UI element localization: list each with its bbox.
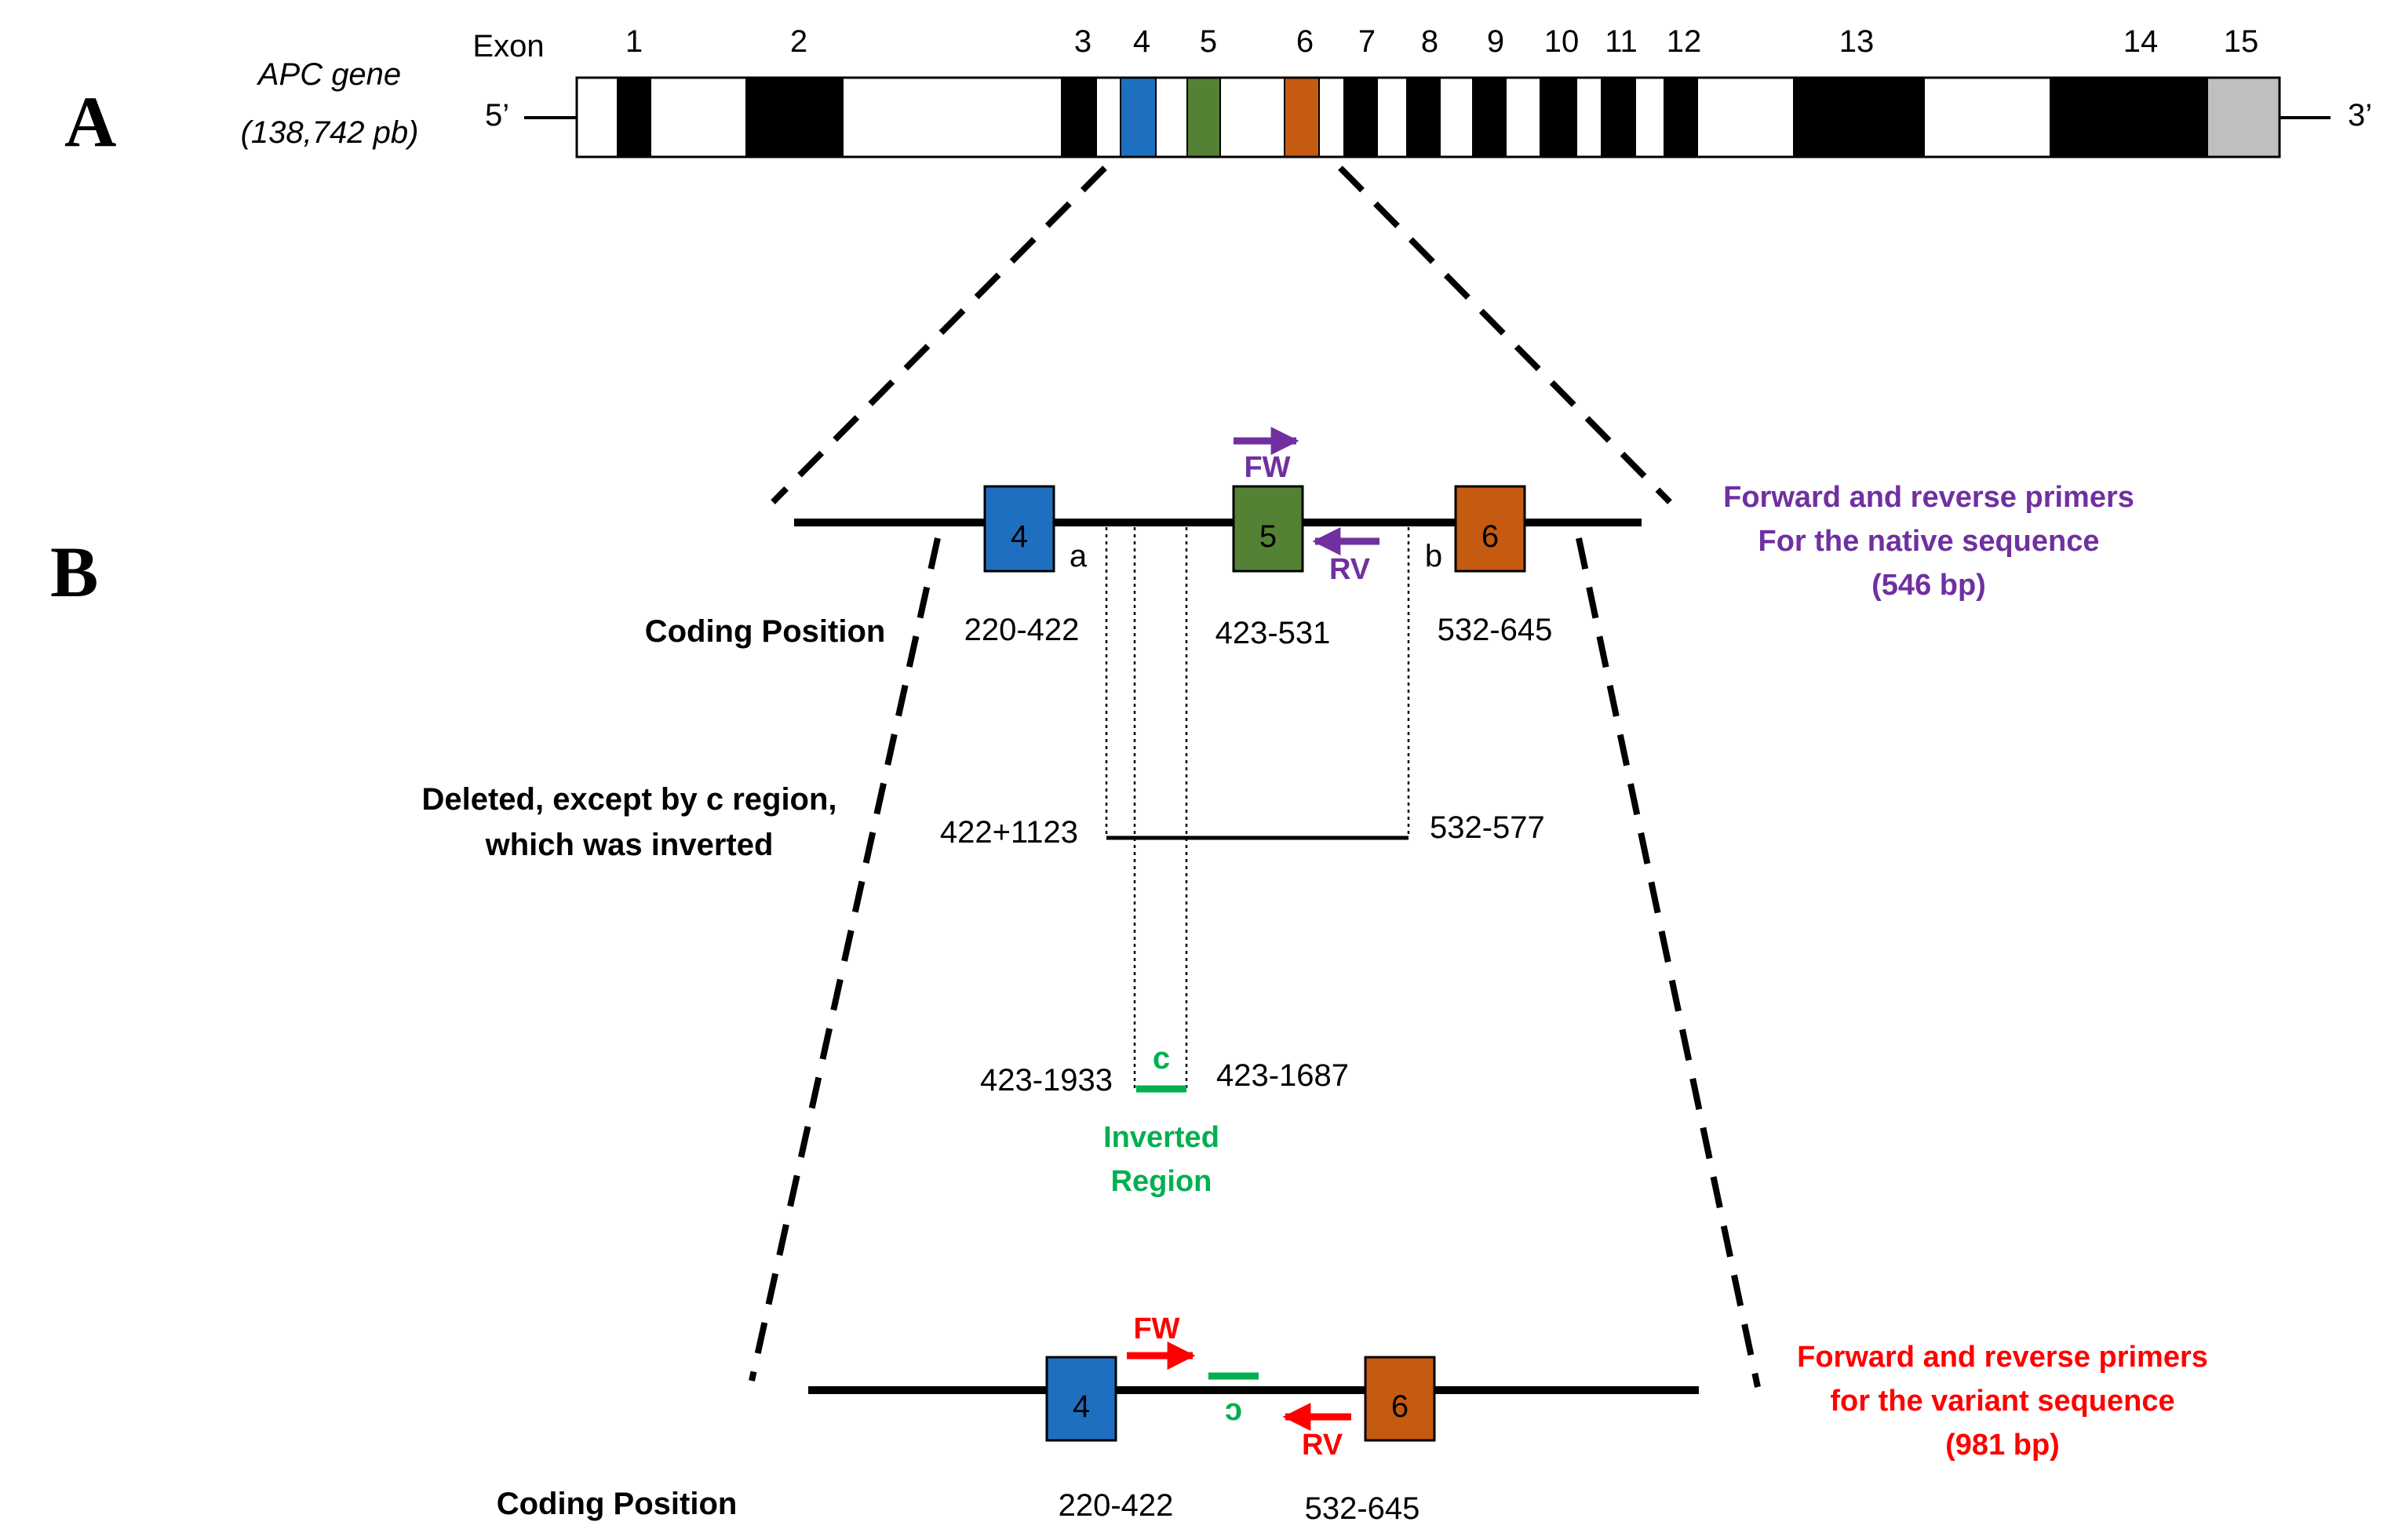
exon-8-block bbox=[1406, 78, 1441, 157]
dotted-guides bbox=[1105, 527, 1410, 1089]
native-primer-note: Forward and reverse primers For the nati… bbox=[1723, 481, 2134, 602]
native-pos-exon-6: 532-645 bbox=[1438, 613, 1553, 647]
exon-5-block bbox=[1186, 77, 1221, 158]
variant-primer-note-line: Forward and reverse primers bbox=[1797, 1341, 2208, 1374]
exon-15-block bbox=[2208, 78, 2280, 157]
zoom-guide-left-upper bbox=[771, 166, 1107, 504]
exon-12-block bbox=[1664, 78, 1698, 157]
native-sequence: 4 5 6 FW RV a b Coding Position 220-422 … bbox=[645, 427, 2134, 650]
variant-primer-note: Forward and reverse primers for the vari… bbox=[1797, 1341, 2208, 1462]
panel-a-letter: A bbox=[64, 82, 116, 162]
variant-primer-note-line: (981 bp) bbox=[1945, 1429, 2060, 1462]
exon-number: 9 bbox=[1487, 24, 1504, 59]
native-exon-4-label: 4 bbox=[1011, 519, 1028, 554]
variant-exon-6-label: 6 bbox=[1391, 1389, 1409, 1424]
deletion-label-line: Deleted, except by c region, bbox=[421, 782, 836, 817]
exon-10-block bbox=[1540, 78, 1577, 157]
native-exon-6 bbox=[1454, 485, 1526, 573]
exon-2-block bbox=[745, 78, 844, 157]
zoom-guides bbox=[749, 166, 1761, 1388]
native-pos-exon-5: 423-531 bbox=[1215, 616, 1331, 650]
native-primer-note-line: Forward and reverse primers bbox=[1723, 481, 2134, 514]
exon-heading: Exon bbox=[472, 29, 544, 64]
exon-6-block bbox=[1284, 77, 1320, 158]
exon-number: 5 bbox=[1200, 24, 1217, 59]
native-pos-exon-4: 220-422 bbox=[964, 613, 1080, 647]
exon-7-block bbox=[1343, 78, 1378, 157]
exon-4-block bbox=[1120, 77, 1157, 158]
native-exon-4 bbox=[983, 485, 1055, 573]
exon-number: 15 bbox=[2224, 24, 2259, 59]
inverted-region: c 423-1933 423-1687 Inverted Region bbox=[980, 1041, 1349, 1198]
exon-number: 7 bbox=[1358, 24, 1376, 59]
inverted-c-label: c bbox=[1153, 1041, 1170, 1076]
exon-number: 12 bbox=[1667, 24, 1702, 59]
deletion-right-position: 532-577 bbox=[1430, 810, 1545, 845]
exon-number: 10 bbox=[1544, 24, 1580, 59]
exon-11-block bbox=[1601, 78, 1636, 157]
inverted-region-label-line: Region bbox=[1111, 1165, 1212, 1198]
native-primer-note-line: (546 bp) bbox=[1871, 569, 1986, 602]
junction-b-label: b bbox=[1425, 539, 1442, 573]
variant-inverted-c-label: c bbox=[1225, 1393, 1242, 1427]
native-exon-5-label: 5 bbox=[1259, 519, 1277, 554]
deletion-label-line: which was inverted bbox=[485, 828, 774, 862]
exon-number: 1 bbox=[625, 24, 643, 59]
variant-primer-note-line: for the variant sequence bbox=[1830, 1385, 2174, 1418]
variant-coding-position-label: Coding Position bbox=[497, 1487, 738, 1521]
gene-name: APC gene bbox=[257, 57, 401, 92]
variant-fw-label: FW bbox=[1133, 1312, 1179, 1345]
native-fw-label: FW bbox=[1244, 451, 1290, 484]
zoom-guide-left-lower bbox=[749, 537, 941, 1382]
native-exon-6-label: 6 bbox=[1481, 519, 1499, 554]
three-prime-label: 3’ bbox=[2348, 98, 2372, 133]
exon-13-block bbox=[1793, 78, 1925, 157]
variant-exon-4 bbox=[1045, 1356, 1117, 1442]
native-coding-position-label: Coding Position bbox=[645, 614, 886, 649]
native-exon-5 bbox=[1232, 485, 1304, 573]
exon-14-block bbox=[2050, 78, 2208, 157]
exon-9-block bbox=[1472, 78, 1507, 157]
variant-exon-6 bbox=[1364, 1356, 1436, 1442]
exon-3-block bbox=[1061, 78, 1097, 157]
gene-size: (138,742 pb) bbox=[241, 115, 419, 150]
variant-pos-exon-6: 532-645 bbox=[1305, 1491, 1420, 1526]
exon-number: 13 bbox=[1839, 24, 1875, 59]
exon-1-block bbox=[617, 78, 651, 157]
exon-number: 8 bbox=[1421, 24, 1438, 59]
exon-number: 4 bbox=[1133, 24, 1150, 59]
zoom-guide-right-upper bbox=[1338, 166, 1672, 504]
zoom-guide-right-lower bbox=[1576, 537, 1761, 1388]
inverted-region-label-line: Inverted bbox=[1103, 1121, 1219, 1154]
exon-number: 3 bbox=[1074, 24, 1091, 59]
five-prime-label: 5’ bbox=[485, 98, 509, 133]
variant-sequence: 4 6 c FW RV Coding Position 220-422 532-… bbox=[497, 1312, 2208, 1526]
variant-exon-4-label: 4 bbox=[1073, 1389, 1090, 1424]
junction-a-label: a bbox=[1070, 539, 1088, 573]
exon-numbers: 1 2 3 4 5 6 7 8 9 10 11 12 13 14 15 bbox=[625, 24, 2258, 59]
panel-a: A APC gene (138,742 pb) Exon 5’ 3’ 1 2 3… bbox=[64, 24, 2372, 162]
variant-pos-exon-4: 220-422 bbox=[1059, 1488, 1174, 1523]
exon-number: 6 bbox=[1296, 24, 1314, 59]
exon-number: 2 bbox=[790, 24, 807, 59]
variant-rv-label: RV bbox=[1302, 1429, 1343, 1462]
native-primer-note-line: For the native sequence bbox=[1758, 525, 2099, 558]
panel-b-letter: B bbox=[50, 532, 98, 612]
deletion-region: Deleted, except by c region, which was i… bbox=[421, 782, 1544, 862]
gene-body-outline bbox=[575, 76, 2281, 158]
exon-number: 11 bbox=[1605, 24, 1638, 59]
native-rv-label: RV bbox=[1329, 553, 1371, 586]
inverted-left-position: 423-1933 bbox=[980, 1063, 1113, 1098]
deletion-left-position: 422+1123 bbox=[940, 815, 1078, 850]
exon-number: 14 bbox=[2123, 24, 2159, 59]
inverted-right-position: 423-1687 bbox=[1216, 1058, 1349, 1093]
panel-b: B 4 5 6 FW RV a b Coding Position 220-42… bbox=[50, 427, 2208, 1526]
